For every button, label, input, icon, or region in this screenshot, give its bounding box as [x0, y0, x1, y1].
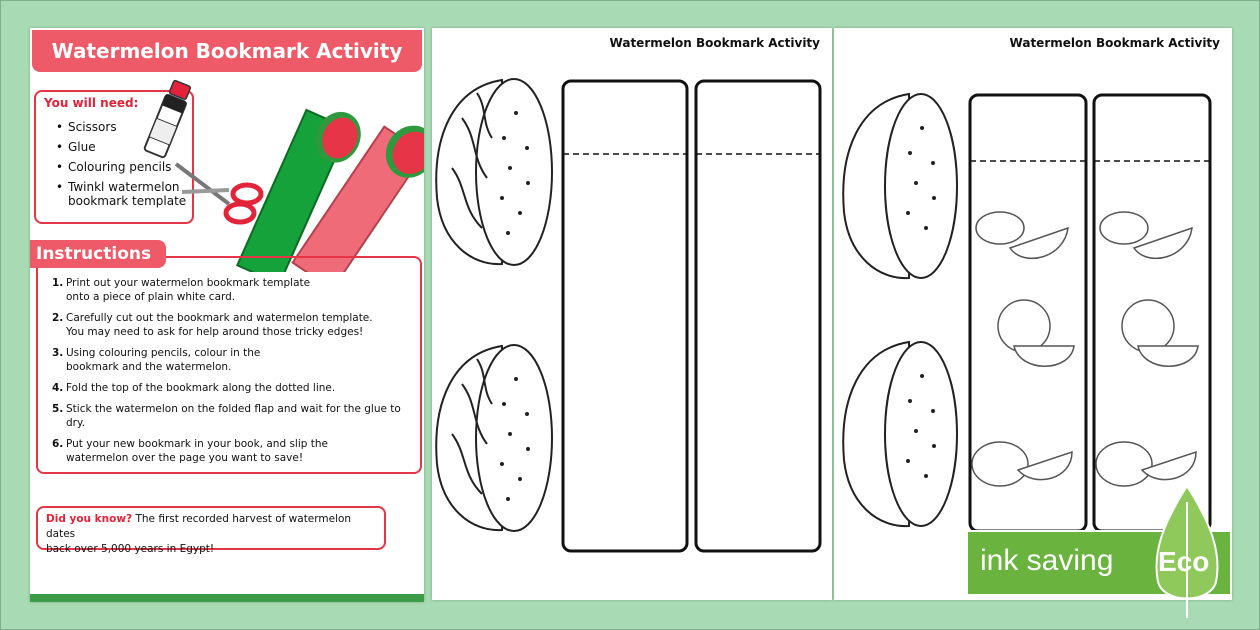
list-item: 4.Fold the top of the bookmark along the…: [52, 382, 336, 394]
template-page-decorated: Watermelon Bookmark Activity: [834, 28, 1232, 600]
watermelon-half-icon: [842, 92, 958, 280]
did-you-know-heading: Did you know?: [46, 513, 133, 525]
you-will-need-box: You will need: Scissors Glue Colouring p…: [34, 90, 194, 224]
list-item: 2.Carefully cut out the bookmark and wat…: [52, 312, 373, 338]
seeds: [500, 111, 530, 501]
list-item: 3.Using colouring pencils, colour in the…: [52, 347, 261, 373]
list-item: 1.Print out your watermelon bookmark tem…: [52, 277, 311, 303]
list-item: Scissors: [56, 120, 186, 134]
template-drawing: [435, 78, 822, 553]
did-you-know-box: Did you know? The first recorded harvest…: [36, 506, 386, 555]
watermelon-slice-icons: [971, 211, 1199, 487]
materials-list: Scissors Glue Colouring pencils Twinkl w…: [56, 120, 186, 214]
template-drawing: [842, 92, 1212, 533]
green-bookmark-icon: [235, 108, 361, 272]
materials-illustration: [143, 79, 424, 272]
you-will-need-heading: You will need:: [44, 96, 139, 110]
ink-saving-text: ink saving: [980, 544, 1114, 577]
page-title: Watermelon Bookmark Activity: [51, 39, 403, 63]
bookmark-outline: [694, 79, 822, 553]
did-you-know-text: The first recorded harvest of watermelon…: [46, 513, 352, 540]
glue-stick-icon: [143, 79, 192, 159]
list-item: 5.Stick the watermelon on the folded fla…: [52, 403, 401, 429]
list-item: Glue: [56, 140, 186, 154]
watermelon-half-icon: [842, 340, 958, 528]
footer-strip: [30, 594, 424, 602]
page-title: Watermelon Bookmark Activity: [609, 36, 820, 50]
watermelon-half-icon: [435, 344, 553, 532]
scissors-icon: [174, 162, 264, 225]
bookmark-outline: [561, 79, 689, 553]
pink-bookmark-icon: [291, 125, 424, 272]
instructions-heading: Instructions: [36, 244, 152, 264]
instructions-list: 1.Print out your watermelon bookmark tem…: [52, 276, 406, 472]
did-you-know-text-2: back over 5,000 years in Egypt!: [46, 543, 215, 555]
instructions-page: Watermelon Bookmark Activity You will ne…: [30, 28, 424, 602]
list-item: 6.Put your new bookmark in your book, an…: [52, 438, 328, 464]
eco-label: Eco: [1158, 546, 1210, 577]
title-banner: Watermelon Bookmark Activity: [32, 30, 422, 72]
leaf-icon: [1155, 484, 1219, 618]
instructions-box: 1.Print out your watermelon bookmark tem…: [36, 256, 422, 474]
watermelon-half-icon: [435, 78, 553, 266]
seeds: [906, 126, 936, 478]
list-item: Colouring pencils: [56, 160, 186, 174]
instructions-heading-tab: Instructions: [30, 240, 166, 268]
template-page-plain: Watermelon Bookmark Activity: [432, 28, 832, 600]
page-title: Watermelon Bookmark Activity: [1009, 36, 1220, 50]
